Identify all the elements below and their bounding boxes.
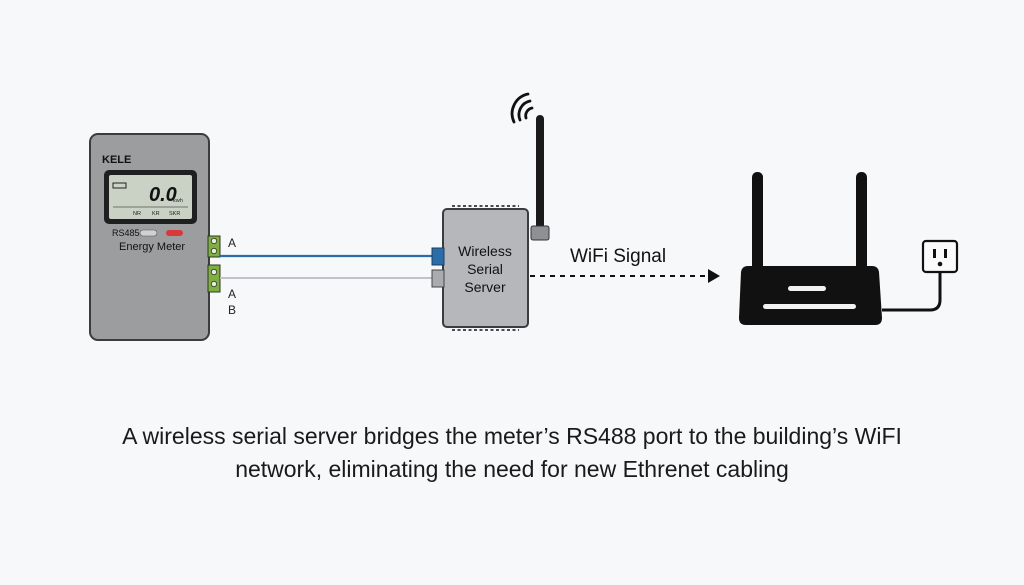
outlet-slot-right [944,249,947,258]
server-label-line-2: Serial [467,261,503,277]
lcd-battery-icon [112,182,127,189]
server-port-gray[interactable] [431,269,445,288]
terminal-screw-1 [210,237,218,245]
meter-lcd-screen [109,175,192,219]
server-body [442,208,529,328]
meter-gray-button[interactable] [139,229,158,237]
router-antenna-right [856,172,867,272]
meter-display-unit: kwh [173,198,183,204]
power-outlet-icon [882,239,959,312]
caption-line-1: A wireless serial server bridges the met… [122,423,902,449]
router-led-bar-top [788,286,826,291]
meter-red-button[interactable] [166,230,183,236]
power-cord [882,272,942,312]
wifi-signal-link: WiFi Signal [530,246,720,283]
wireless-serial-server: Wireless Serial Server [431,115,550,331]
meter-name: Energy Meter [119,241,185,253]
router-icon [739,172,882,325]
outlet-slot-left [933,249,936,258]
terminal-label-a-top: A [228,236,236,250]
terminal-label-a-bottom: A [228,287,236,301]
meter-display-value: 0.0 [149,184,177,206]
router-antenna-left [752,172,763,272]
energy-meter: KELE 0.0 kwh NR KR SKR RS485 Energy Mete… [89,133,236,341]
wifi-signal-label: WiFi Signal [570,246,666,267]
terminal-label-b: B [228,303,236,317]
outlet-plate [921,239,959,274]
router-body [739,266,882,325]
caption-line-2: network, eliminating the need for new Et… [235,456,789,482]
server-antenna-base [530,225,550,241]
terminal-screw-4 [210,280,218,288]
terminal-block [207,235,221,293]
wifi-waves-icon [510,92,534,124]
terminal-screw-2 [210,247,218,255]
router-led-bar-bottom [763,304,856,309]
server-label-line-3: Server [464,279,506,295]
terminal-screw-3 [210,268,218,276]
meter-port-label: RS485 [112,228,140,238]
outlet-ground-hole [937,261,943,267]
wifi-signal-arrowhead [708,269,720,283]
lcd-sub-label-2: KR [152,211,160,217]
lcd-sub-label-3: SKR [169,211,180,217]
meter-brand: KELE [102,154,131,166]
server-label-line-1: Wireless [458,243,512,259]
diagram-caption: A wireless serial server bridges the met… [0,420,1024,486]
rs485-bus-wires [220,254,432,279]
lcd-sub-label-1: NR [133,211,141,217]
server-port-blue[interactable] [431,247,445,266]
server-antenna [536,115,544,239]
